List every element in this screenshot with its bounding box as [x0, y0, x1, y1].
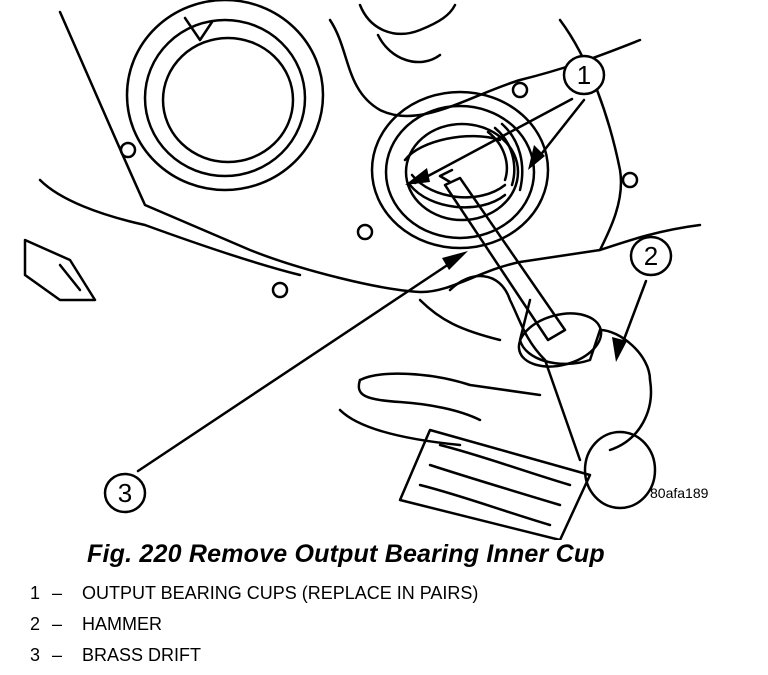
legend-item: 2–HAMMER: [30, 613, 478, 644]
legend-item: 1–OUTPUT BEARING CUPS (REPLACE IN PAIRS): [30, 582, 478, 613]
legend-text: OUTPUT BEARING CUPS (REPLACE IN PAIRS): [82, 583, 479, 603]
front-output-bore: [125, 0, 325, 192]
hammer: [517, 298, 657, 510]
wood-block: [398, 428, 592, 540]
output-bearing-bore: [370, 90, 550, 250]
technical-illustration: 1 2 3 80afa189: [23, 0, 709, 540]
callout-3-arrowhead: [442, 251, 468, 270]
callout-1-number: 1: [577, 60, 591, 90]
callout-2: [618, 235, 673, 352]
legend-number: 2: [30, 614, 41, 634]
callout-1-arrowhead: [528, 145, 545, 170]
legend-separator: –: [52, 614, 63, 634]
callout-1: [413, 54, 606, 185]
legend-number: 1: [30, 583, 41, 603]
callout-1-arrowhead: [405, 168, 430, 185]
legend: 1–OUTPUT BEARING CUPS (REPLACE IN PAIRS)…: [30, 582, 478, 675]
callout-2-arrowhead: [612, 337, 627, 362]
legend-separator: –: [52, 645, 63, 665]
callout-2-number: 2: [644, 241, 658, 271]
figure-caption: Fig. 220 Remove Output Bearing Inner Cup: [87, 540, 605, 568]
callout-3-number: 3: [118, 478, 132, 508]
legend-item: 3–BRASS DRIFT: [30, 644, 478, 675]
figure-code: 80afa189: [650, 485, 709, 501]
legend-text: HAMMER: [82, 614, 162, 634]
legend-number: 3: [30, 645, 41, 665]
hand: [338, 274, 547, 447]
transfer-case-housing: [23, 3, 702, 302]
legend-separator: –: [52, 583, 63, 603]
legend-text: BRASS DRIFT: [82, 645, 202, 665]
callout-3: [103, 256, 460, 514]
brass-drift: [438, 168, 567, 342]
